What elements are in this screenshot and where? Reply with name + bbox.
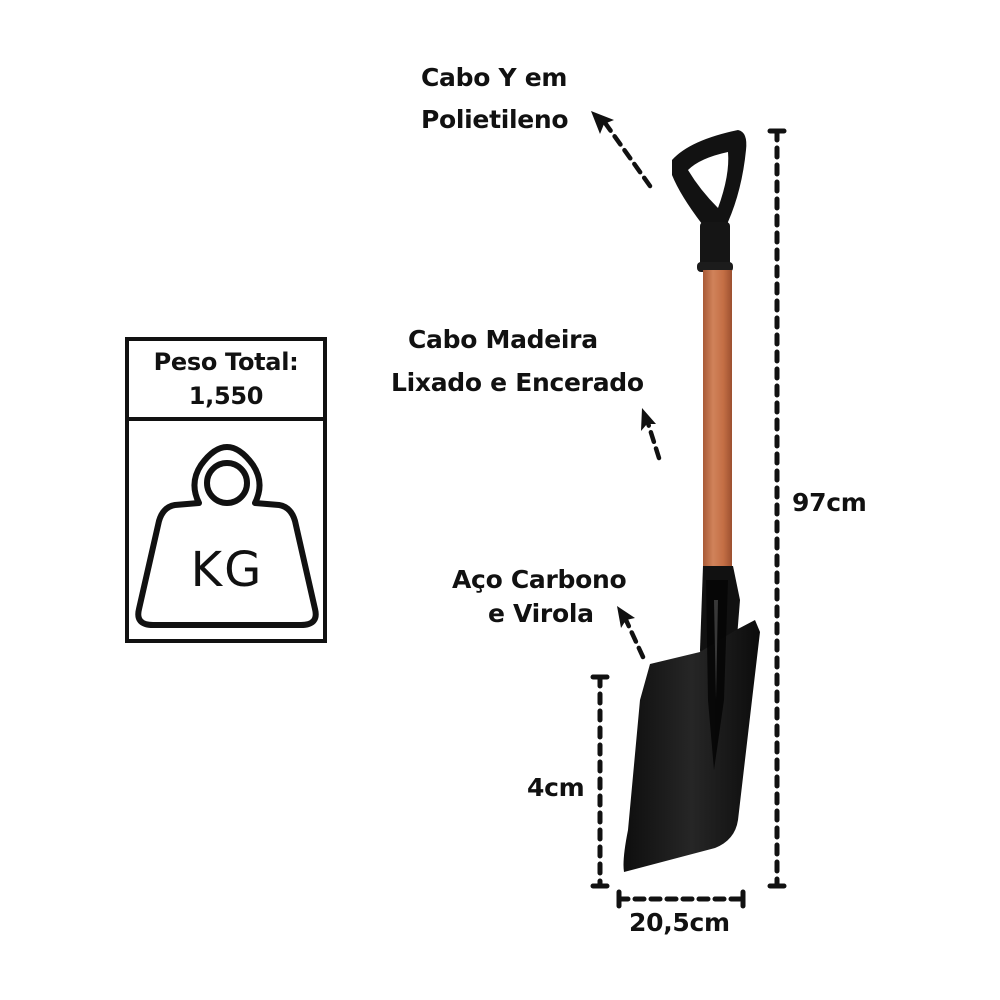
weight-kg-icon: KG [135,444,319,628]
wood-shaft [703,270,732,570]
weight-value: 1,550 [188,382,264,410]
weight-title: Peso Total: [153,348,299,376]
dimension-blade-width: 20,5cm [629,908,730,937]
callout-arrow-shaft [641,408,662,461]
blade-height-dimension-line [590,674,610,889]
steel-blade [623,566,760,872]
callout-arrow-grip [591,111,653,189]
callout-grip-line1: Cabo Y em [421,63,568,92]
blade-width-dimension-line [616,889,746,909]
callout-grip-line2: Polietileno [421,105,569,134]
callout-blade-line1: Aço Carbono [452,565,627,594]
dimension-blade-height: 4cm [527,773,585,802]
d-grip-handle [672,130,747,272]
dimension-total-length: 97cm [792,488,867,517]
weight-info-box: Peso Total: 1,550 KG [125,337,327,643]
callout-shaft-line2: Lixado e Encerado [391,368,644,397]
weight-icon-text: KG [191,542,264,598]
weight-header: Peso Total: 1,550 [129,341,323,421]
callout-shaft-line1: Cabo Madeira [408,325,598,354]
total-length-dimension-line [767,128,787,889]
callout-arrow-blade [617,606,646,660]
callout-blade-line2: e Virola [488,599,594,628]
